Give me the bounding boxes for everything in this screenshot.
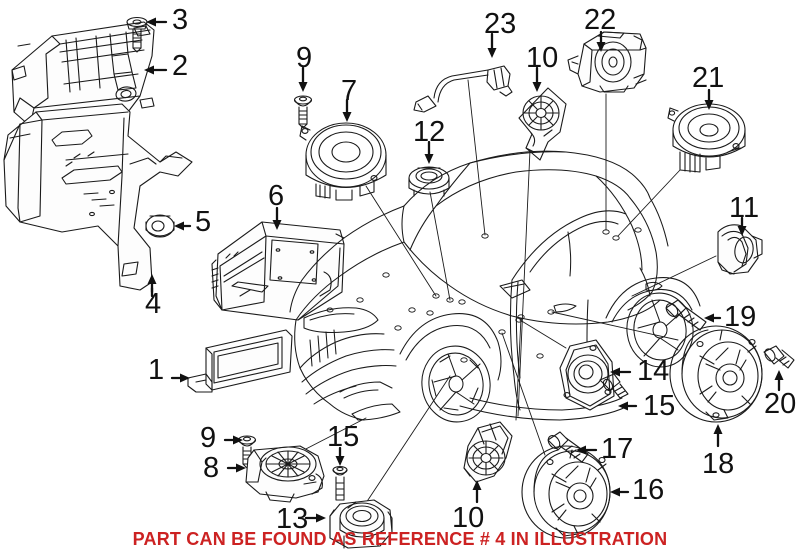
part-tweeter-bracket-upper: [518, 87, 567, 161]
part-bolt-19: [665, 299, 707, 331]
callout-number-4[interactable]: 4: [145, 288, 162, 320]
callout-number-18[interactable]: 18: [702, 448, 735, 480]
part-antenna-cable: [413, 65, 513, 113]
callout-number-21[interactable]: 21: [692, 62, 725, 94]
callout-number-7[interactable]: 7: [341, 75, 358, 107]
callout-number-23[interactable]: 23: [484, 8, 517, 40]
part-screw-20: [763, 345, 795, 369]
part-display-screen: [187, 329, 293, 393]
callout-number-6[interactable]: 6: [268, 180, 285, 212]
part-amplifier-module: [11, 21, 155, 129]
part-subwoofer-assembly: [245, 445, 325, 503]
part-tweeter-bracket-lower: [463, 421, 513, 483]
part-screw-15-mid: [599, 373, 629, 399]
callout-number-2[interactable]: 2: [172, 50, 189, 82]
callout-arrows: [144, 17, 784, 523]
callout-number-22[interactable]: 22: [584, 4, 617, 36]
callout-number-9-lower[interactable]: 9: [200, 422, 217, 454]
part-screw-15-lower: [332, 465, 348, 501]
car-body-illustration: [289, 150, 701, 423]
callout-number-15-lower[interactable]: 15: [327, 421, 360, 453]
callout-number-15-mid[interactable]: 15: [643, 390, 676, 422]
footer-reference-note: PART CAN BE FOUND AS REFERENCE # 4 IN IL…: [132, 529, 668, 549]
callout-number-14[interactable]: 14: [637, 355, 670, 387]
part-door-speaker: [669, 325, 763, 423]
part-bolt-9-top: [293, 95, 313, 129]
callout-number-10-lower[interactable]: 10: [452, 502, 485, 534]
part-center-speaker-bracket: [567, 31, 647, 93]
callout-number-9-top[interactable]: 9: [296, 42, 313, 74]
callout-number-20[interactable]: 20: [764, 388, 797, 420]
part-radio-head-unit: [211, 221, 345, 321]
callout-number-3[interactable]: 3: [172, 4, 189, 36]
callout-number-11[interactable]: 11: [729, 192, 760, 224]
part-mounting-bracket: [3, 103, 193, 291]
callout-number-16[interactable]: 16: [632, 474, 665, 506]
part-woofer-speaker: [299, 122, 387, 201]
part-rear-speaker: [667, 103, 746, 173]
part-bolt-3: [126, 16, 148, 53]
callout-number-5[interactable]: 5: [195, 206, 212, 238]
callout-number-12[interactable]: 12: [413, 116, 446, 148]
callout-number-17[interactable]: 17: [601, 433, 634, 465]
callout-number-10-upper[interactable]: 10: [526, 42, 559, 74]
callout-number-13[interactable]: 13: [276, 503, 309, 535]
part-tweeter-dome: [717, 224, 763, 275]
callout-number-1[interactable]: 1: [148, 354, 165, 386]
part-midrange-speaker: [559, 339, 615, 411]
part-bass-speaker: [521, 445, 611, 539]
callout-number-8[interactable]: 8: [203, 452, 220, 484]
part-tweeter-housing: [329, 499, 393, 549]
leader-lines: [299, 79, 717, 513]
callout-number-19[interactable]: 19: [724, 301, 757, 333]
